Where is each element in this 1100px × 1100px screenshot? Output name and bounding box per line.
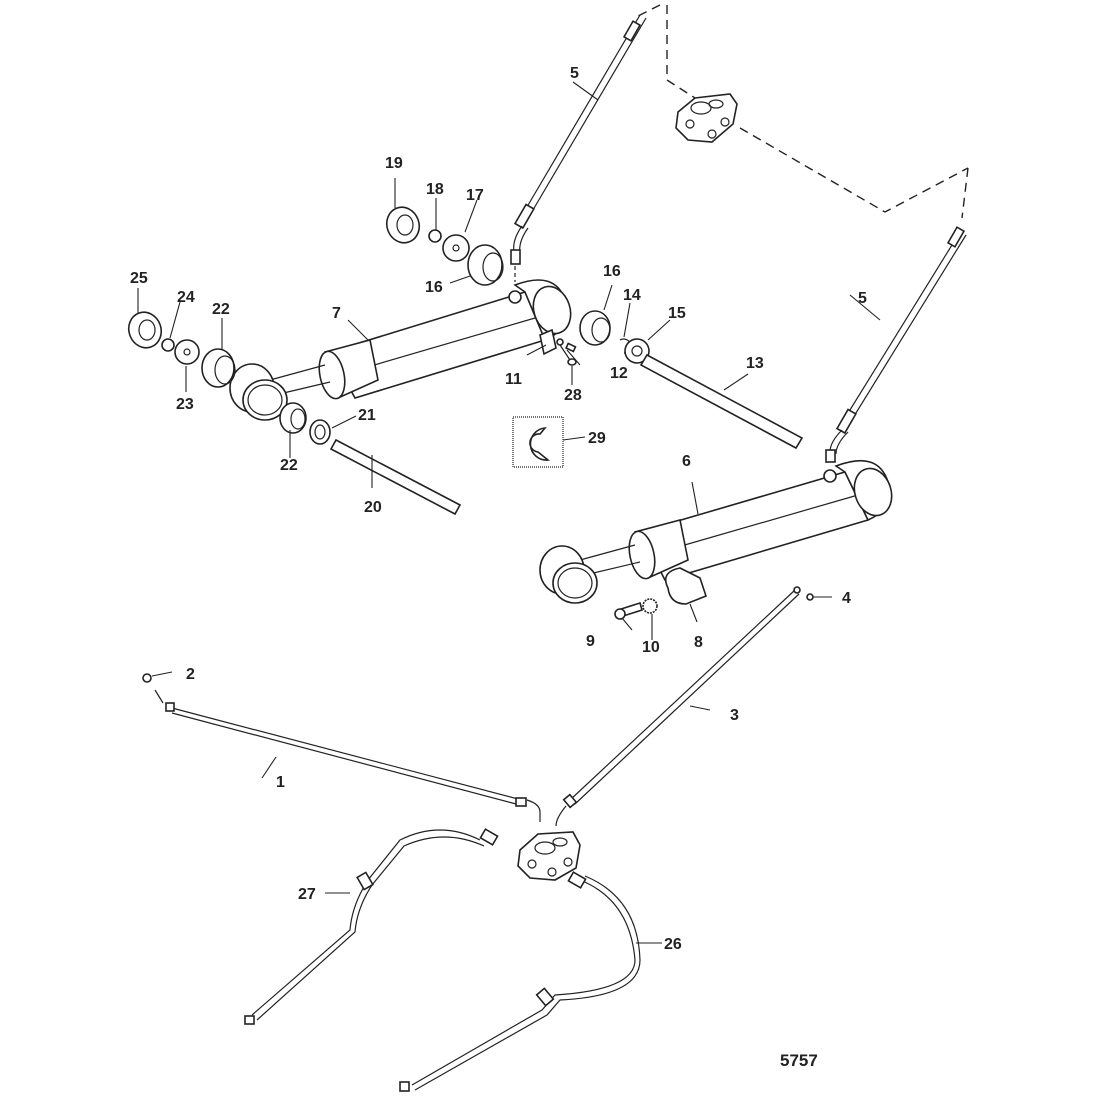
valve-block-lower: [517, 831, 581, 881]
valve-block-top: [675, 93, 738, 143]
callout-9: 9: [586, 633, 595, 650]
callout-18: 18: [426, 181, 444, 198]
diagram-reference-number: 5757: [780, 1051, 818, 1070]
hardware-parts: [127, 206, 814, 683]
callout-2: 2: [186, 666, 195, 683]
callout-24: 24: [177, 289, 195, 306]
callout-8: 8: [694, 634, 703, 651]
callout-16-upper: 16: [425, 279, 443, 296]
callout-12: 12: [610, 365, 628, 382]
callout-13: 13: [746, 355, 764, 372]
callout-27: 27: [298, 886, 316, 903]
callout-5-right: 5: [858, 290, 867, 307]
hose-27: [244, 828, 499, 1025]
hose-26: [399, 871, 641, 1092]
callout-26: 26: [664, 936, 682, 953]
cylinder-7: [269, 279, 572, 400]
callout-5-upper: 5: [570, 65, 579, 82]
callout-19: 19: [385, 155, 403, 172]
callout-22-lower: 22: [280, 457, 298, 474]
callout-14: 14: [623, 287, 641, 304]
callout-10: 10: [642, 639, 660, 656]
callout-20: 20: [364, 499, 382, 516]
leader-lines: [137, 81, 881, 944]
callout-28: 28: [564, 387, 582, 404]
dashed-reference-lines: [633, 4, 969, 219]
cylinder-6: [539, 459, 893, 604]
hose-5-upper: [510, 14, 647, 282]
tube-1: [154, 689, 541, 822]
callout-11: 11: [505, 371, 522, 388]
callout-25: 25: [130, 270, 148, 287]
callout-23: 23: [176, 396, 194, 413]
callout-29: 29: [588, 430, 606, 447]
callout-17: 17: [466, 187, 484, 204]
tube-3: [555, 586, 801, 827]
callout-16-right: 16: [603, 263, 621, 280]
callout-3: 3: [730, 707, 739, 724]
callout-15: 15: [668, 305, 686, 322]
callout-22-upper: 22: [212, 301, 230, 318]
callout-labels: 1 2 3 4 5 5 6 7 8 9 10 11 12 13 14 15 16…: [130, 65, 867, 953]
callout-4: 4: [842, 590, 851, 607]
hose-5-right: [825, 226, 967, 463]
callout-21: 21: [358, 407, 376, 424]
callout-1: 1: [276, 774, 285, 791]
callout-7: 7: [332, 305, 341, 322]
callout-6: 6: [682, 453, 691, 470]
rod-eye-7: [229, 363, 288, 421]
